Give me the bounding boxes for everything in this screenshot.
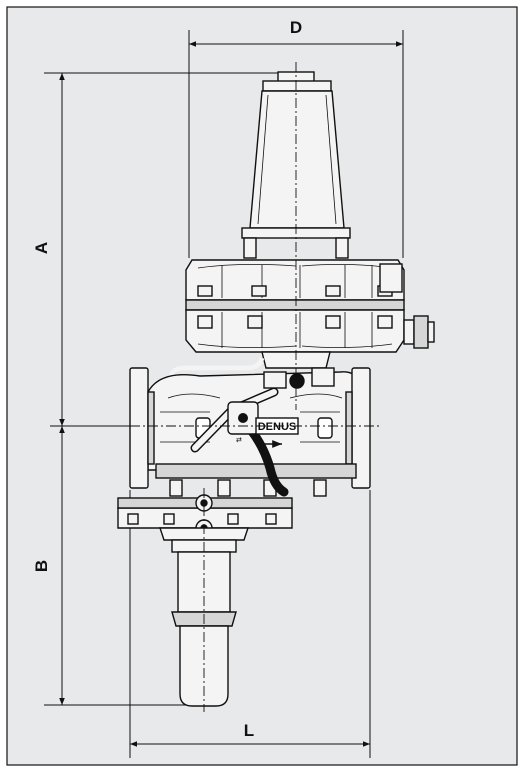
dimension-label-b: B xyxy=(32,560,51,572)
dimension-lines xyxy=(44,30,404,758)
ball-valve-handle: ⇄ xyxy=(190,387,289,497)
center-lines xyxy=(76,62,380,712)
diaphragm-housing xyxy=(185,259,435,353)
dimension-label-l: L xyxy=(244,721,254,740)
nameplate-text: DENUS xyxy=(258,421,297,433)
flow-marker-text: ⇄ xyxy=(236,436,242,444)
dimension-label-a: A xyxy=(32,242,51,254)
dimension-label-d: D xyxy=(290,18,302,37)
